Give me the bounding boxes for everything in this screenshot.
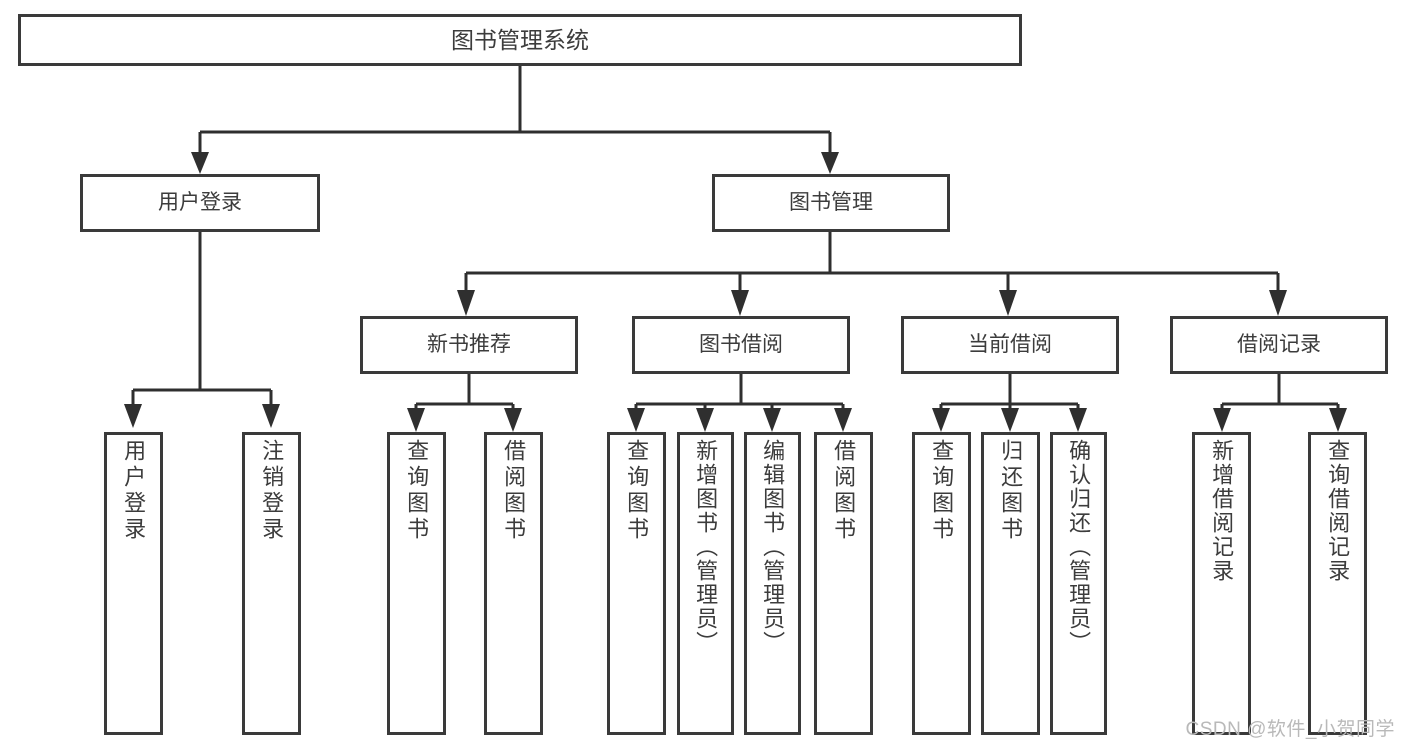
leaf-add-book-admin[interactable]: 新增图书（管理员） (677, 432, 734, 735)
leaf-query-book-current[interactable]: 查询图书 (912, 432, 971, 735)
node-borrow-record-label: 借阅记录 (1237, 332, 1321, 356)
node-borrow-record[interactable]: 借阅记录 (1170, 316, 1388, 374)
node-new-book-recommend[interactable]: 新书推荐 (360, 316, 578, 374)
arrow-userlogin-leaf-2 (262, 404, 280, 428)
leaf-borrow-book[interactable]: 借阅图书 (814, 432, 873, 735)
node-root-system-label: 图书管理系统 (451, 26, 589, 53)
node-new-book-recommend-label: 新书推荐 (427, 332, 511, 356)
leaf-logout-label: 注销登录 (259, 439, 285, 543)
node-current-borrow-label: 当前借阅 (968, 332, 1052, 356)
leaf-confirm-return-admin[interactable]: 确认归还（管理员） (1050, 432, 1107, 735)
arrow-current-leaf-1 (932, 408, 950, 432)
leaf-query-borrow-record-label: 查询借阅记录 (1325, 439, 1351, 583)
leaf-edit-book-admin-label: 编辑图书（管理员） (760, 439, 786, 655)
leaf-user-login-label: 用户登录 (121, 439, 147, 543)
leaf-confirm-return-admin-label: 确认归还（管理员） (1066, 439, 1092, 655)
leaf-add-borrow-record-label: 新增借阅记录 (1209, 439, 1235, 583)
arrow-current-leaf-3 (1069, 408, 1087, 432)
arrow-record-leaf-1 (1213, 408, 1231, 432)
node-user-login-label: 用户登录 (158, 190, 242, 214)
arrow-current-leaf-2 (1001, 408, 1019, 432)
leaf-logout[interactable]: 注销登录 (242, 432, 301, 735)
leaf-edit-book-admin[interactable]: 编辑图书（管理员） (744, 432, 801, 735)
leaf-borrow-book-newbook-label: 借阅图书 (501, 439, 527, 543)
leaf-query-borrow-record[interactable]: 查询借阅记录 (1308, 432, 1367, 735)
node-current-borrow[interactable]: 当前借阅 (901, 316, 1119, 374)
arrow-userlogin-leaf-1 (124, 404, 142, 428)
arrow-borrow-leaf-3 (763, 408, 781, 432)
arrow-bookmgmt-child-2 (731, 290, 749, 316)
arrow-bookmgmt-child-1 (457, 290, 475, 316)
node-user-login[interactable]: 用户登录 (80, 174, 320, 232)
csdn-watermark: CSDN @软件_小贺同学 (1185, 719, 1395, 740)
node-book-management-label: 图书管理 (789, 190, 873, 214)
leaf-query-book-borrow-label: 查询图书 (624, 439, 650, 543)
arrow-root-to-userlogin (191, 152, 209, 174)
node-root-system[interactable]: 图书管理系统 (18, 14, 1022, 66)
leaf-query-book-newbook-label: 查询图书 (404, 439, 430, 543)
leaf-borrow-book-label: 借阅图书 (831, 439, 857, 543)
leaf-borrow-book-newbook[interactable]: 借阅图书 (484, 432, 543, 735)
arrow-newbook-leaf-2 (504, 408, 522, 432)
node-book-management[interactable]: 图书管理 (712, 174, 950, 232)
leaf-query-book-newbook[interactable]: 查询图书 (387, 432, 446, 735)
leaf-user-login[interactable]: 用户登录 (104, 432, 163, 735)
leaf-return-book-label: 归还图书 (998, 439, 1024, 543)
leaf-return-book[interactable]: 归还图书 (981, 432, 1040, 735)
arrow-record-leaf-2 (1329, 408, 1347, 432)
leaf-add-borrow-record[interactable]: 新增借阅记录 (1192, 432, 1251, 735)
leaf-query-book-current-label: 查询图书 (929, 439, 955, 543)
arrow-borrow-leaf-2 (696, 408, 714, 432)
leaf-add-book-admin-label: 新增图书（管理员） (693, 439, 719, 655)
arrow-bookmgmt-child-3 (999, 290, 1017, 316)
arrow-newbook-leaf-1 (407, 408, 425, 432)
arrow-borrow-leaf-4 (834, 408, 852, 432)
arrow-bookmgmt-child-4 (1269, 290, 1287, 316)
arrow-root-to-bookmgmt (821, 152, 839, 174)
leaf-query-book-borrow[interactable]: 查询图书 (607, 432, 666, 735)
node-book-borrow-label: 图书借阅 (699, 332, 783, 356)
node-book-borrow[interactable]: 图书借阅 (632, 316, 850, 374)
arrow-borrow-leaf-1 (627, 408, 645, 432)
